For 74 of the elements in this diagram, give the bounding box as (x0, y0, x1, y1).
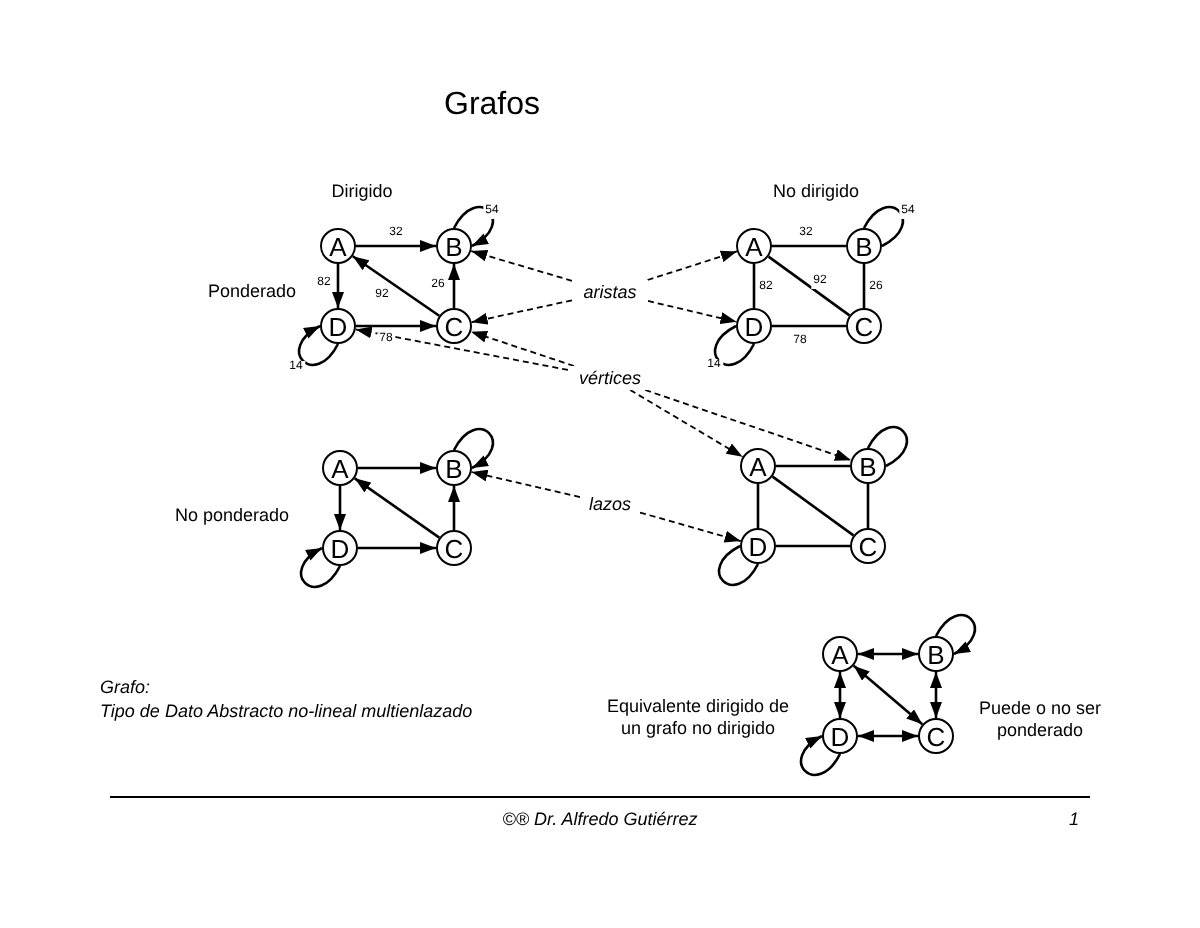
text-label: No dirigido (770, 181, 862, 203)
vertex-circle: C (436, 308, 472, 344)
arrow (332, 264, 344, 308)
arrow (834, 672, 846, 718)
vertex-circle: B (850, 448, 886, 484)
vertex-circle: A (740, 448, 776, 484)
arrow (858, 730, 918, 742)
edge-line (862, 264, 866, 308)
arrow (858, 648, 918, 660)
term-label: aristas (572, 280, 648, 304)
loop-arrow (299, 546, 342, 589)
vertex-circle: A (322, 450, 358, 486)
term-label: vértices (568, 366, 652, 390)
vertex-circle: A (736, 228, 772, 264)
vertex-circle: C (850, 528, 886, 564)
text-label: No ponderado (172, 505, 292, 527)
vertex-circle: D (320, 308, 356, 344)
loop-arrow (297, 324, 340, 367)
arrow (930, 672, 942, 718)
arrow (448, 264, 460, 308)
vertex-circle: B (436, 450, 472, 486)
pointer-arrow (646, 250, 738, 281)
arrow (352, 255, 440, 317)
pointer-arrow (470, 469, 581, 498)
pointer-arrow (644, 389, 852, 462)
loop-arrow (452, 205, 495, 248)
arrow (852, 664, 924, 726)
vertex-circle: D (740, 528, 776, 564)
pointer-arrow (470, 299, 573, 325)
vertex-circle: A (320, 228, 356, 264)
footer-text: ©® Dr. Alfredo Gutiérrez (500, 809, 700, 831)
page-number: 1 (1066, 809, 1081, 831)
vertex-circle: C (846, 308, 882, 344)
vertex-circle: A (822, 636, 858, 672)
arrow (334, 486, 346, 530)
title: Grafos (444, 88, 540, 124)
arrow (358, 542, 436, 554)
arrow (354, 477, 440, 539)
vertex-circle: B (918, 636, 954, 672)
edge-line (772, 244, 846, 248)
arrow (448, 486, 460, 530)
edge-line (776, 464, 850, 468)
pointer-arrow (470, 249, 573, 282)
pointer-arrow (354, 326, 569, 371)
text-label: Puede o no ser ponderado (978, 698, 1102, 742)
pointer-arrow (639, 511, 742, 543)
text-label: Tipo de Dato Abstracto no-lineal multienlazado (100, 701, 475, 723)
edge-line (771, 475, 855, 537)
vertex-circle: C (436, 530, 472, 566)
vertex-circle: C (918, 718, 954, 754)
edge-line (776, 544, 850, 548)
pointer-arrow (470, 330, 575, 367)
arrow (358, 462, 436, 474)
edge-line (767, 255, 851, 317)
pointer-arrow (647, 300, 738, 325)
arrow (356, 240, 436, 252)
loop-arrow (934, 613, 977, 656)
vertex-circle: B (436, 228, 472, 264)
edge-line (772, 324, 846, 328)
text-label: Equivalente dirigido de un grafo no dirigido (604, 696, 792, 740)
vertex-circle: D (822, 718, 858, 754)
edge-line (752, 264, 756, 308)
edge-line (756, 484, 760, 528)
edge-line (866, 484, 870, 528)
text-label: Grafo: (100, 677, 153, 699)
vertex-circle: D (322, 530, 358, 566)
vertex-circle: B (846, 228, 882, 264)
term-label: lazos (580, 492, 640, 516)
text-label: Dirigido (329, 181, 395, 203)
loop-arrow (452, 427, 495, 470)
pointer-arrow (629, 389, 744, 458)
arrow (356, 320, 436, 332)
loop-arrow (799, 734, 842, 777)
vertex-circle: D (736, 308, 772, 344)
